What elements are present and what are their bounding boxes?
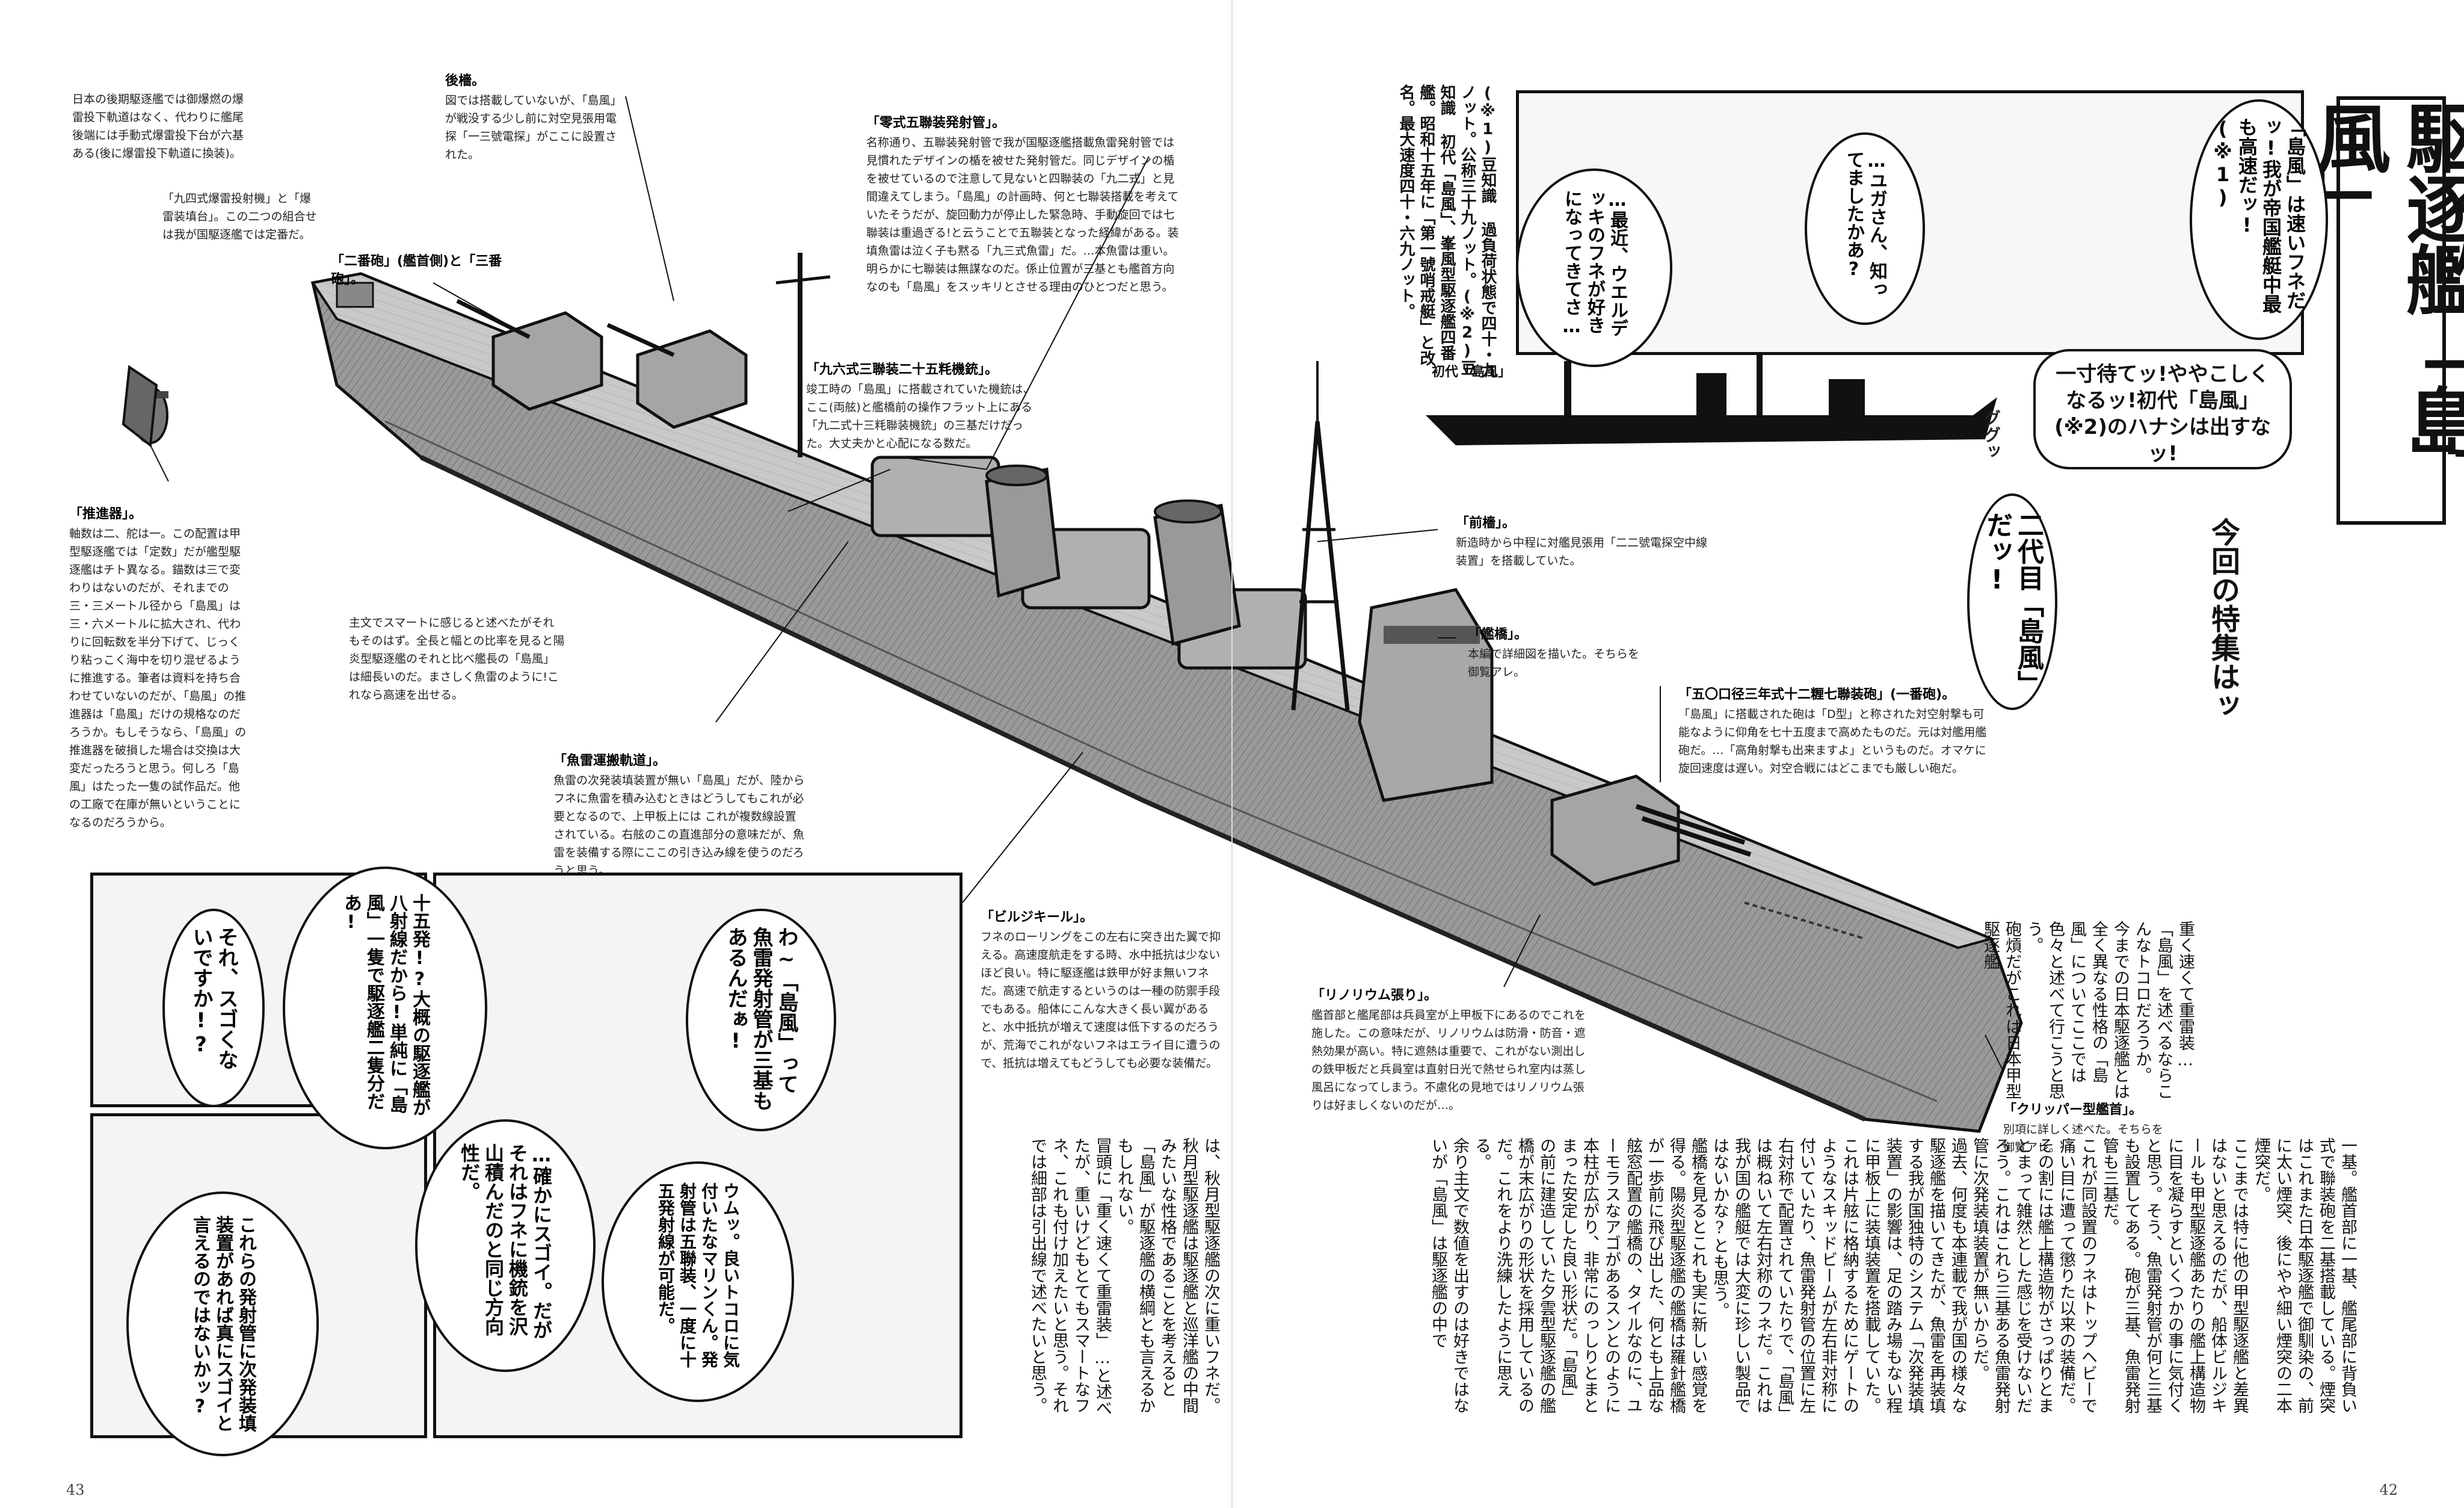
speech-balloon-r5: 二代目「島風」だッ! xyxy=(1967,493,2057,710)
speech-balloon-r3: …最近、ウエルデッキのフネが好きになってきてさ… xyxy=(1516,168,1672,367)
note-rear-mast: 後檣。 図では搭載していないが、「島風」が戦没する少し前に対空見張用電探「一三號… xyxy=(445,73,622,161)
speech-balloon-l6: ウムッ。良いトコロに気付いたなマリンくん。発射管は五聯装、一度に十五発射線が可能… xyxy=(602,1161,794,1402)
speech-balloon-l2: 十五発!?大概の駆逐艦が八射線だから!単純に「島風」一隻で駆逐艦二隻分だあ! xyxy=(283,867,487,1149)
body-text-left-bottom: は、秋月型駆逐艦の次に重いフネだ。秋月型駆逐艦は駆逐艦と巡洋艦の中間みたいな性格… xyxy=(1028,1137,1220,1416)
footnote: (※1)豆知識 過負荷状態で四十・九ノット。公称三十九ノット。(※2)豆知識 初… xyxy=(1397,84,1497,378)
headline-block: 駆逐艦「島風」 xyxy=(2303,96,2464,525)
note-bridge: 「艦橋」。 本編で詳細図を描いた。そちらを御覧アレ。 xyxy=(1468,627,1640,679)
note-intro: 日本の後期駆逐艦では御爆燃の爆雷投下軌道はなく、代わりに艦尾後端には手動式爆雷投… xyxy=(72,93,244,160)
note-main-gun: 「五〇口径三年式十二糎七聯装砲」(一番砲)。 「島風」に搭載された砲は「D型」と… xyxy=(1678,687,1987,775)
foremast xyxy=(1291,361,1350,711)
speech-balloon-r1: 「島風」は速いフネだッ!我が帝国艦艇中最も高速だッ!(※1) xyxy=(2190,99,2328,340)
note-foremast: 「前檣」。 新造時から中程に対艦見張用「二二號電探空中線装置」を搭載していた。 xyxy=(1456,516,1708,567)
note-smart: 主文でスマートに感じると述べたがそれもそのはず。全長と幅との比率を見ると陽炎型駆… xyxy=(349,616,565,702)
propeller-icon xyxy=(122,365,168,448)
bilge-keel xyxy=(420,455,1866,1122)
silhouette-label: 初代「島風」 xyxy=(1432,365,1512,380)
note-propulsion: 「推進器」。 軸数は二、舵は一。この配置は甲型駆逐艦では「定数」だが艦型駆逐艦は… xyxy=(69,507,247,829)
note-linoleum: 「リノリウム張り」。 艦首部と艦尾部は兵員室が上甲板下にあるのでこれを施した。こ… xyxy=(1311,988,1586,1112)
note-torpedo-tubes: 「零式五聯装発射管」。 名称通り、五聯装発射管で我が国駆逐艦搭載魚雷発射管では見… xyxy=(866,116,1179,294)
bridge-structure xyxy=(1358,588,1494,802)
note-bilge-keel: 「ビルジキール」。 フネのローリングをこの左右に突き出た翼で抑える。高速度航走を… xyxy=(981,910,1221,1070)
page-headline: 駆逐艦「島風」 xyxy=(2303,100,2464,455)
note-turrets: 「二番砲」(艦首側)と「三番砲」。 xyxy=(331,254,502,287)
note-clipper-bow: 「クリッパー型艦首」。 別項に詳しく述べた。そちらを御覧アレ。 xyxy=(2003,1102,2164,1154)
speech-balloon-l4: …確かにスゴイ。だがそれはフネに機銃を沢山積んだのと同じ方向性だ。 xyxy=(415,1119,596,1372)
sfx-text: ググッ xyxy=(1982,409,2001,460)
speech-balloon-r2: …ユガさん、知ってましたかあ? xyxy=(1805,132,1925,325)
speech-balloon-l5: これらの発射管に次発装填装置があれば真にスゴイと言えるのではないかッ? xyxy=(126,1191,319,1456)
page-number-right: 42 xyxy=(2379,1482,2398,1498)
main-deck xyxy=(310,272,1995,950)
aft-turrets xyxy=(456,298,748,429)
body-text-right-top: 重く速くて重雷装…「島風」を述べるならこんなトコロだろうか。 今までの日本駆逐艦… xyxy=(1981,921,2194,1099)
special-feature-caption: 今回の特集はッ xyxy=(2206,518,2240,720)
speech-balloon-r4: 一寸待てッ!ややこしくなるッ!初代「島風」(※2)のハナシは出すなッ! xyxy=(2033,349,2292,469)
note-machine-gun: 「九六式三聯装二十五粍機銃」。 竣工時の「島風」に搭載されていた機銃は、ここ(両… xyxy=(806,362,1035,450)
fore-turret xyxy=(1550,774,1752,886)
note-depth-charge: 「九四式爆雷投射機」と「爆雷装填台」。この二つの組合せは我が国駆逐艦では定番だ。 xyxy=(162,192,317,241)
note-rail: 「魚雷運搬軌道」。 魚雷の次発装填装置が無い「島風」だが、陸からフネに魚雷を積み… xyxy=(553,753,805,877)
funnels xyxy=(985,465,1241,646)
speech-balloon-l3: わ~「島風」って魚雷発射管が三基もあるんだぁ! xyxy=(686,909,836,1131)
page-number-left: 43 xyxy=(66,1482,85,1498)
silhouette-first-shimakaze xyxy=(1426,349,1997,445)
body-text-right-bottom: 一基。艦首部に一基、艦尾部に背負い式で聯装砲を二基搭載している。煙突はこれまた日… xyxy=(1429,1137,2357,1414)
speech-balloon-l1: それ、スゴくないですか!? xyxy=(162,909,265,1107)
